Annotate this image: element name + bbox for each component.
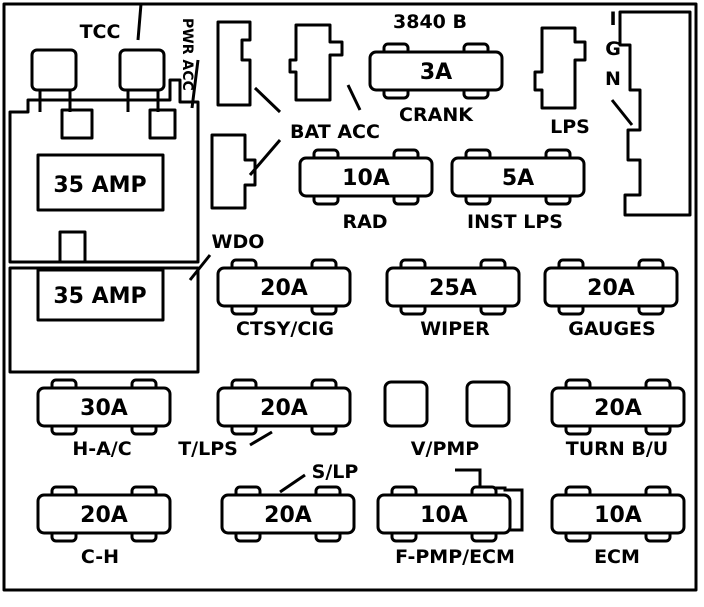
relay-legs: [38, 90, 160, 112]
wdo-arrow: [188, 254, 212, 281]
crank-fuse: 3A: [368, 42, 504, 100]
vpmp-block-1: [383, 380, 429, 428]
tlps-fuse-body: [216, 386, 352, 428]
ecm-label: ECM: [594, 546, 640, 568]
fuse-layer: 3A 10A 5A 20A 25A 20A 30A 20A 20A 20A 20A 10A 10A: [36, 42, 686, 543]
pwr-acc-arrow: [190, 59, 200, 109]
ctsy-cig-fuse-body: [216, 266, 352, 308]
bat-arrow: [253, 86, 282, 114]
bat-acc-label: BAT ACC: [290, 121, 380, 143]
ecm-fuse-body: [550, 493, 686, 535]
panel-outline: [2, 2, 698, 592]
tcc-arrow: [136, 3, 143, 41]
turn-bu-fuse: 20A: [550, 378, 686, 436]
wiper-label: WIPER: [420, 318, 490, 340]
ch-label: C-H: [81, 546, 119, 568]
upper-breaker-terminal: [60, 108, 94, 140]
gauges-fuse-rating: 20A: [587, 276, 635, 301]
hac-fuse: 30A: [36, 378, 172, 436]
bat-connector-left: [216, 20, 252, 107]
ch-fuse-body: [36, 493, 172, 535]
inst-lps-fuse-body: [450, 156, 586, 198]
slp-fuse-body: [220, 493, 356, 535]
tcc-relay-left: [30, 48, 78, 92]
hac-label: H-A/C: [72, 438, 131, 460]
rad-fuse-rating: 10A: [342, 166, 390, 191]
fpmp-ecm-label: F-PMP/ECM: [395, 546, 515, 568]
upper-breaker-tab: [58, 230, 87, 264]
gauges-label: GAUGES: [568, 318, 655, 340]
bat-lower-arrow: [248, 139, 282, 176]
slp-fuse-rating: 20A: [264, 503, 312, 528]
upper-breaker-rating: 35 AMP: [53, 173, 146, 198]
slp-arrow: [279, 473, 306, 494]
inst-lps-fuse-rating: 5A: [502, 166, 534, 191]
acc-arrow: [346, 84, 362, 111]
ign-letter-n: N: [605, 68, 621, 90]
bat-connector-lower: [210, 133, 257, 210]
tlps-fuse: 20A: [216, 378, 352, 436]
lower-breaker-body: [36, 268, 165, 322]
rad-fuse-body: [298, 156, 434, 198]
slp-fuse: 20A: [220, 485, 356, 543]
ctsy-cig-label: CTSY/CIG: [236, 318, 334, 340]
gauges-fuse: 20A: [543, 258, 679, 316]
lps-label: LPS: [550, 116, 590, 138]
ecm-fuse: 10A: [550, 485, 686, 543]
ecm-fuse-rating: 10A: [594, 503, 642, 528]
crank-label: CRANK: [399, 104, 474, 126]
lower-breaker-housing: [8, 266, 200, 374]
upper-breaker-housing: [8, 78, 200, 264]
ign-arrow: [610, 99, 634, 126]
tcc-label: TCC: [80, 21, 121, 43]
upper-breaker-body: [36, 153, 165, 212]
wiper-fuse: 25A: [385, 258, 521, 316]
turn-bu-fuse-rating: 20A: [594, 396, 642, 421]
acc-connector: [288, 23, 344, 102]
ign-connector: [618, 10, 692, 217]
turn-bu-fuse-body: [550, 386, 686, 428]
upper-breaker-terminal: [148, 108, 177, 140]
fpmp-ecm-fuse: 10A: [376, 485, 512, 543]
vpmp-block-2: [465, 380, 511, 428]
crank-fuse-rating: 3A: [420, 60, 452, 85]
lps-connector: [533, 26, 587, 110]
gauges-fuse-body: [543, 266, 679, 308]
vpmp-label: V/PMP: [411, 438, 479, 460]
fpmp-bracket: [455, 468, 524, 532]
ign-letter-g: G: [605, 38, 621, 60]
ch-fuse: 20A: [36, 485, 172, 543]
tlps-fuse-rating: 20A: [260, 396, 308, 421]
hac-fuse-rating: 30A: [80, 396, 128, 421]
rad-fuse: 10A: [298, 148, 434, 206]
fpmp-ecm-fuse-rating: 10A: [420, 503, 468, 528]
tlps-arrow: [249, 430, 273, 447]
fpmp-ecm-fuse-body: [376, 493, 512, 535]
turn-bu-label: TURN B/U: [566, 438, 668, 460]
rad-label: RAD: [342, 211, 387, 233]
tlps-label: T/LPS: [178, 438, 238, 460]
slp-label: S/LP: [312, 461, 359, 483]
ign-letter-i: I: [609, 8, 616, 30]
crank-fuse-body: [368, 50, 504, 92]
wdo-label: WDO: [212, 231, 265, 253]
inst-lps-label: INST LPS: [467, 211, 563, 233]
ch-fuse-rating: 20A: [80, 503, 128, 528]
ctsy-cig-fuse: 20A: [216, 258, 352, 316]
lower-breaker-rating: 35 AMP: [53, 284, 146, 309]
diagram-id: 3840 B: [393, 11, 467, 33]
wiper-fuse-rating: 25A: [429, 276, 477, 301]
tcc-relay-right: [118, 48, 166, 92]
hac-fuse-body: [36, 386, 172, 428]
inst-lps-fuse: 5A: [450, 148, 586, 206]
ctsy-cig-fuse-rating: 20A: [260, 276, 308, 301]
wiper-fuse-body: [385, 266, 521, 308]
pwr-acc-label: PWR ACC: [179, 18, 195, 91]
